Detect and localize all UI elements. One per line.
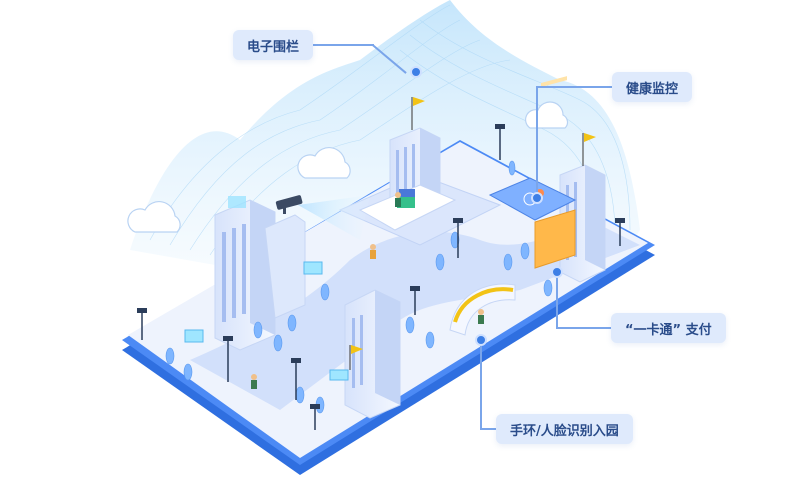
callout-wristband: 手环/人脸识别入园 bbox=[496, 414, 633, 444]
connector-card-h bbox=[556, 327, 612, 329]
connector-fence bbox=[308, 44, 374, 46]
building-front bbox=[344, 289, 401, 419]
building-center bbox=[358, 97, 457, 231]
flag-icon bbox=[413, 97, 425, 106]
marker-fence bbox=[410, 66, 422, 78]
flag-icon bbox=[584, 133, 596, 142]
lamp-icon bbox=[141, 128, 621, 430]
entrance-gate bbox=[449, 283, 516, 336]
marker-card bbox=[551, 266, 563, 278]
callout-fence: 电子围栏 bbox=[233, 30, 314, 60]
connector-wristband bbox=[480, 340, 482, 428]
connector-wristband-h bbox=[480, 428, 496, 430]
callout-card-pay: “一卡通” 支付 bbox=[611, 313, 726, 343]
kiosks bbox=[184, 261, 349, 381]
connector-health bbox=[536, 86, 616, 88]
connector-health-v bbox=[536, 86, 538, 198]
marker-health bbox=[531, 192, 543, 204]
person-icon bbox=[251, 192, 484, 389]
cloud-icon bbox=[127, 101, 569, 233]
camera-icon bbox=[275, 195, 303, 214]
callout-health: 健康监控 bbox=[612, 72, 693, 102]
flag-icon bbox=[351, 345, 363, 354]
connector-card bbox=[556, 272, 558, 327]
building-left bbox=[214, 196, 306, 351]
camera-beam bbox=[298, 195, 370, 240]
payment-card-icon bbox=[534, 76, 576, 269]
marker-wristband bbox=[475, 334, 487, 346]
